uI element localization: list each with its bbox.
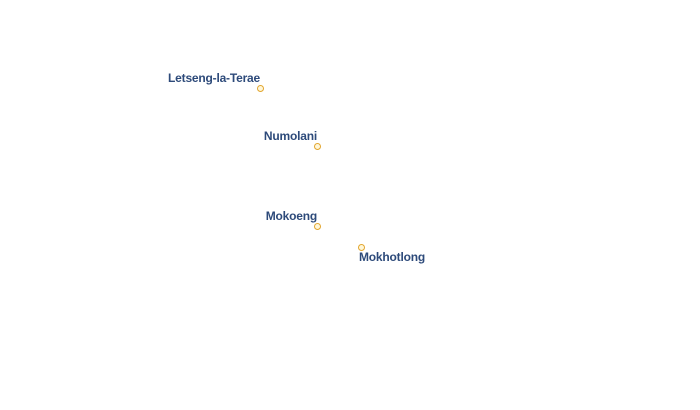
place-label: Numolani — [263, 129, 317, 143]
place-label: Mokhotlong — [359, 250, 425, 264]
place-marker-icon[interactable] — [257, 85, 264, 92]
place-label: Letseng-la-Terae — [168, 71, 260, 85]
place-marker-icon[interactable] — [314, 223, 321, 230]
place-marker-icon[interactable] — [358, 244, 365, 251]
place-marker-icon[interactable] — [314, 143, 321, 150]
place-label: Mokoeng — [265, 209, 317, 223]
